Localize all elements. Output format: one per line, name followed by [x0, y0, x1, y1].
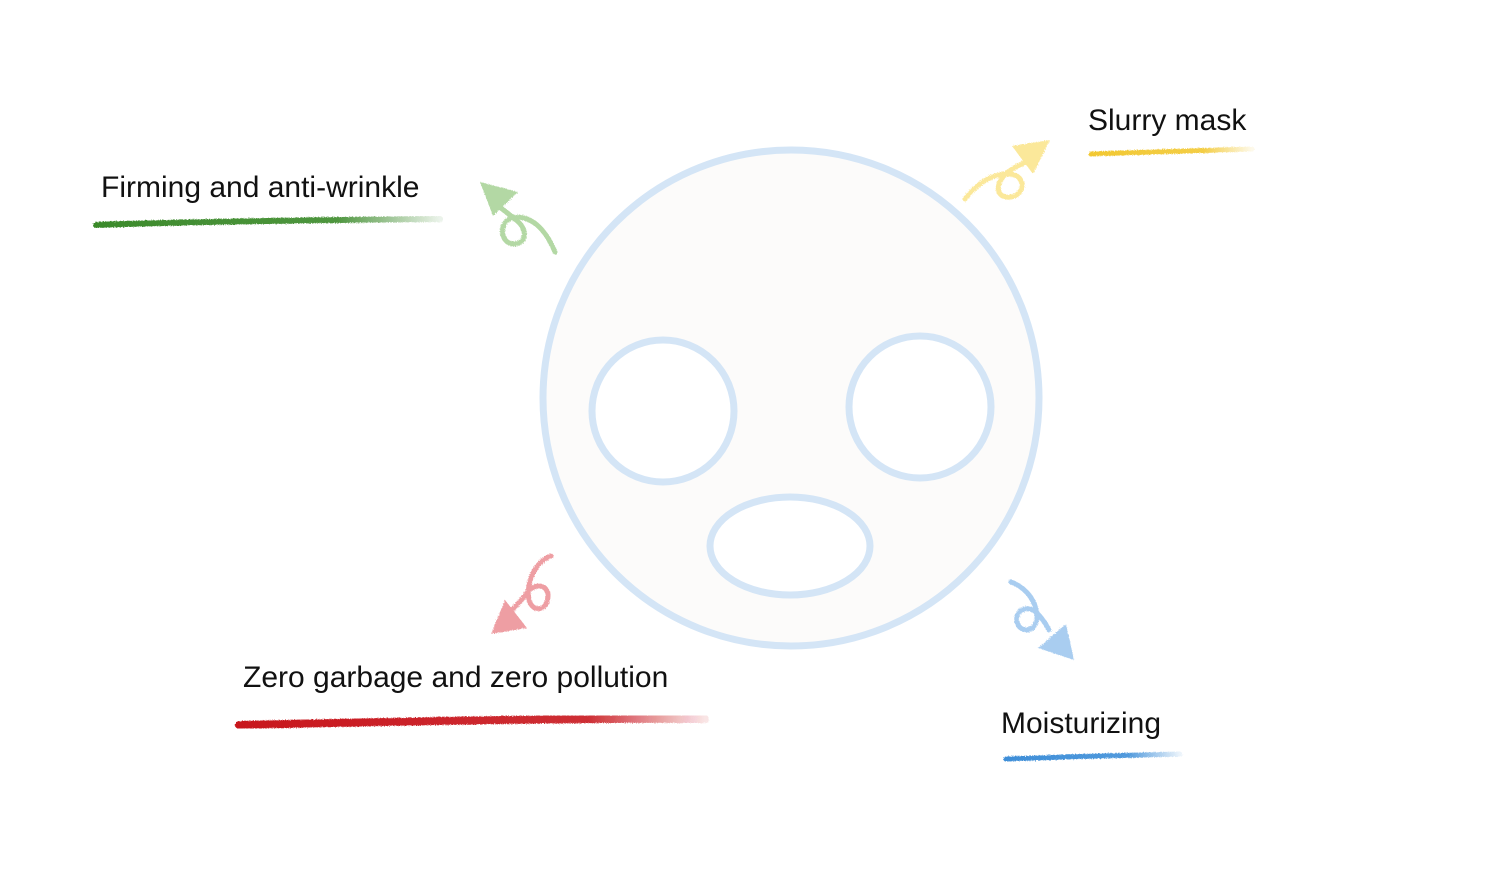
label-slurry-mask: Slurry mask	[1088, 104, 1247, 137]
firming-underline	[93, 216, 443, 228]
mouth-hole	[706, 493, 874, 599]
zero-underline	[235, 714, 709, 729]
curly-arrow-icon-slurry	[962, 140, 1050, 202]
label-moisturizing: Moisturizing	[1001, 707, 1162, 740]
curly-arrow-icon-firming	[480, 182, 558, 255]
slurry-underline	[1088, 146, 1255, 157]
right-eye-hole	[845, 332, 995, 482]
mask-outline	[539, 146, 1043, 650]
curly-arrow-icon-zero	[491, 553, 554, 634]
left-eye-hole	[588, 336, 738, 486]
curly-arrow-icon-moisturizing	[1008, 579, 1074, 660]
moisturizing-underline	[1003, 751, 1183, 762]
face-mask-icon	[539, 146, 1043, 650]
label-firming-anti-wrinkle: Firming and anti-wrinkle	[101, 171, 420, 204]
label-zero-garbage: Zero garbage and zero pollution	[243, 661, 669, 694]
